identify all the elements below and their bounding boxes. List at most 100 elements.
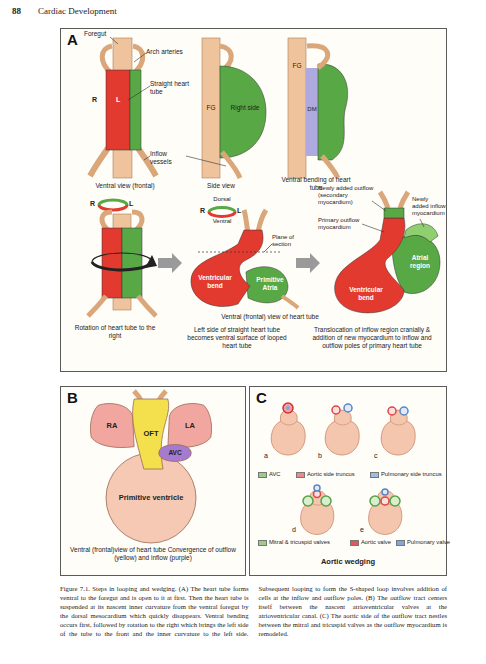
part-label: Primary outflow myocardium [318, 217, 364, 231]
orientation-ring [99, 200, 127, 210]
view-label: Ventral (frontal) view of heart tube [205, 313, 335, 321]
leader-line [420, 219, 424, 227]
side-label: Dorsal [206, 196, 238, 203]
region-label: OFT [144, 430, 159, 438]
section-title: Aortic wedging [300, 557, 396, 566]
plane-of-section [264, 244, 272, 252]
panel-note: Ventral (frontal)view of heart tube Conv… [66, 546, 240, 562]
legend-swatch [396, 540, 405, 546]
heart-tube [220, 66, 266, 158]
side-label: R [200, 207, 208, 215]
side-label: L [237, 207, 245, 215]
panel-fill [60, 28, 447, 372]
heart-tube [220, 66, 266, 158]
side-label: Ventral [206, 218, 238, 225]
foregut-tube [288, 38, 306, 178]
part-label: Right side [226, 104, 264, 112]
running-head: Cardiac Development [38, 6, 188, 17]
heart-tube [318, 64, 348, 160]
legend-swatch [296, 472, 305, 478]
inflow-vessels [222, 152, 240, 178]
valve-ring [303, 496, 313, 506]
plane-of-section [198, 252, 280, 253]
valve-ring [286, 406, 290, 410]
inflow-vessels [90, 148, 108, 176]
panel-letter: B [67, 390, 78, 405]
valve-ring [314, 485, 320, 491]
leader-line [128, 86, 150, 100]
orientation-ring [99, 205, 127, 210]
rotation-arrow [145, 255, 157, 268]
part-label: FG [289, 62, 305, 70]
view-label: Ventral view (frontal) [80, 182, 170, 190]
part-label: Arch arteries [146, 48, 196, 56]
panel-fill [60, 28, 447, 576]
outflow-vessels [244, 210, 266, 232]
heart-tube [106, 70, 130, 150]
region-label: Ventricular bend [344, 286, 388, 302]
valve-ring [400, 407, 408, 415]
valve-ring [382, 489, 388, 495]
arch-arteries [307, 46, 328, 68]
avc-shape: AVC [157, 439, 193, 467]
region-label: RA [107, 422, 118, 430]
heart-tube [102, 228, 122, 298]
page-number: 88 [12, 6, 34, 17]
leader-line [372, 201, 386, 211]
sub-letter: d [292, 526, 300, 534]
new-inflow-myocardium [404, 224, 438, 242]
legend-text: Aortic side truncus [307, 472, 355, 478]
atrium-shape-fill [168, 404, 212, 448]
step-arrow [158, 253, 182, 273]
region-label: LA [185, 422, 195, 430]
figure-panel: C [249, 386, 447, 576]
sub-letter: e [360, 526, 368, 534]
outflow-vessels [244, 210, 248, 232]
side-label: R [90, 200, 98, 208]
inflow-vessels [282, 296, 298, 308]
ventricular-bend [335, 218, 405, 313]
legend-entry: Aortic side truncus [296, 472, 355, 478]
foregut-tube [202, 38, 220, 178]
leader-line [186, 156, 226, 166]
legend-entry: Pulmonary side truncus [370, 472, 442, 478]
valve-ring [370, 496, 380, 506]
inflow-vessels [282, 296, 298, 308]
rotation-arrow [92, 262, 150, 270]
orientation-ring [209, 208, 235, 217]
valve-ring [390, 496, 400, 506]
heart-tube [122, 228, 142, 298]
part-label: DM [304, 106, 320, 113]
legend-text: AVC [269, 472, 281, 478]
inflow-vessels [322, 156, 338, 178]
heart-tube [106, 70, 141, 150]
legend-text: Mitral & tricuspid valves [269, 540, 330, 546]
step-note: Left side of straight heart tube becomes… [180, 326, 294, 349]
legend-entry: Pulmonary valve [396, 540, 450, 546]
heart-outline [271, 410, 305, 455]
legend-swatch [350, 540, 359, 546]
heart-tube [130, 70, 141, 150]
atrium-shape-fill [90, 404, 134, 448]
legend-entry: Aortic valve [350, 540, 391, 546]
ventricle-circle-fill [106, 453, 196, 543]
orientation-ring [209, 212, 235, 217]
leader-line [362, 224, 384, 232]
panel-fill [60, 386, 246, 576]
legend-entry: Mitral & tricuspid valves [258, 540, 330, 546]
orientation-ring [209, 208, 235, 213]
legend-text: Pulmonary valve [407, 540, 450, 546]
new-outflow-myocardium [384, 208, 404, 218]
valve-ring [344, 404, 352, 412]
outflow-vessels [400, 192, 408, 208]
legend-entry: AVC [258, 472, 281, 478]
inflow-vessels [222, 152, 240, 178]
step-note: Translocation of inflow region cranially… [302, 326, 442, 349]
leader-line [144, 156, 150, 160]
valve-ring [283, 403, 408, 506]
atrium-shape: LA [167, 403, 213, 449]
part-label: Straight heart tube [150, 80, 196, 96]
step-arrow [296, 253, 320, 273]
heart-outline [369, 491, 402, 535]
